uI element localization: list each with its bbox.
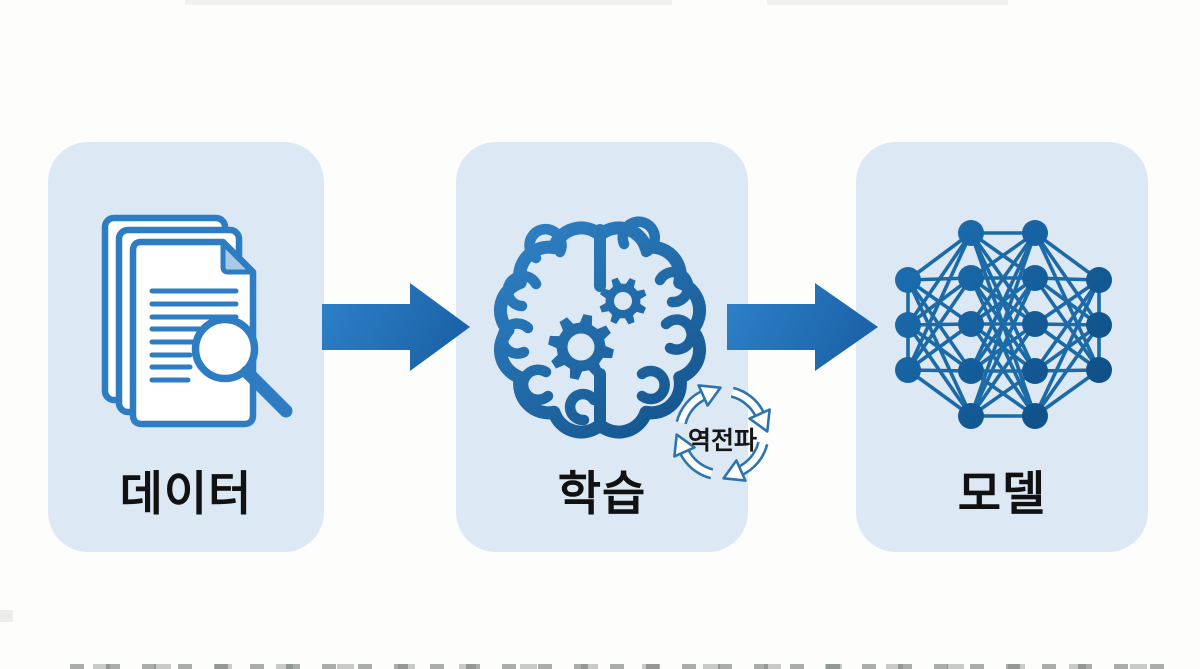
flow-arrow-1 bbox=[322, 283, 470, 371]
scan-artifact-bottom bbox=[70, 664, 1170, 669]
backprop-label: 역전파 bbox=[687, 427, 757, 455]
step-label-model: 모델 bbox=[957, 467, 1047, 520]
scan-artifact-corner bbox=[0, 610, 13, 622]
step-label-training: 학습 bbox=[557, 467, 647, 520]
scan-artifact-top-right bbox=[767, 0, 1008, 5]
step-label-data: 데이터 bbox=[119, 467, 253, 520]
scan-artifact-top-left bbox=[185, 0, 672, 5]
